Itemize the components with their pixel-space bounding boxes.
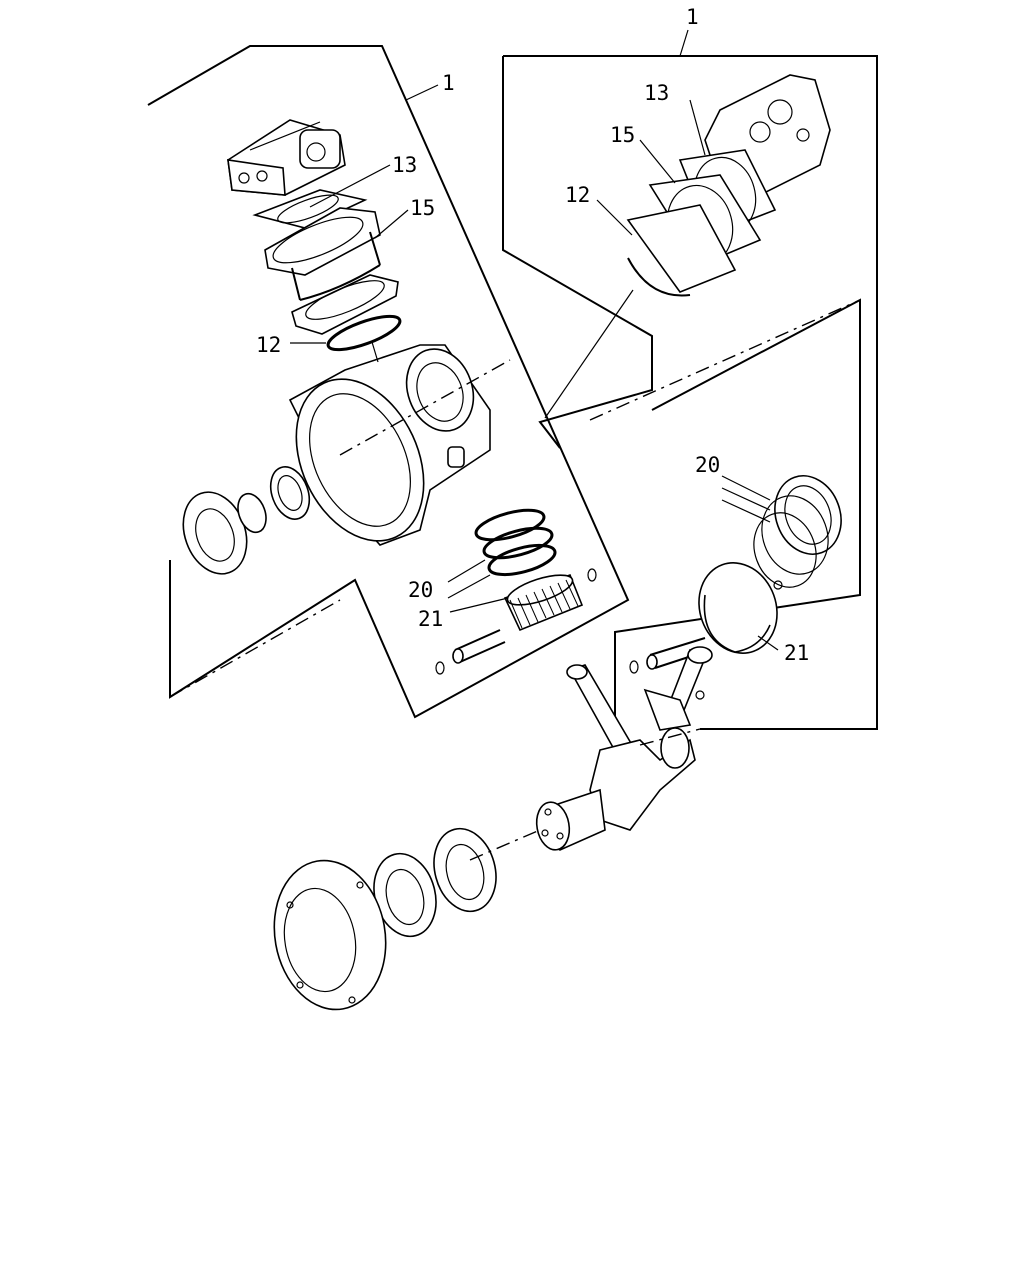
left-gasket [252, 189, 368, 229]
left-piston-rings [474, 508, 557, 577]
callout-left-piston: 21 [418, 607, 443, 631]
right-piston-rings [753, 475, 842, 590]
callout-right-rings: 20 [695, 453, 720, 477]
center-lines [169, 299, 861, 861]
callout-right-assembly: 1 [686, 5, 699, 29]
crankshaft [535, 664, 696, 852]
leader-lines [290, 29, 779, 651]
callout-labels: 1 1 13 15 12 20 21 13 15 12 20 21 [256, 5, 809, 665]
left-oring [326, 314, 402, 352]
callout-left-gasket: 13 [392, 153, 417, 177]
right-connecting-rod [643, 646, 713, 731]
callout-right-cylinder: 15 [610, 123, 635, 147]
callout-left-oring: 12 [256, 333, 281, 357]
left-bearing-set [182, 466, 311, 575]
left-cylinder [264, 207, 399, 335]
callout-left-rings: 20 [408, 578, 433, 602]
end-flange [273, 859, 387, 1011]
callout-right-piston: 21 [784, 641, 809, 665]
callout-left-assembly: 1 [442, 71, 455, 95]
right-piston [629, 562, 778, 674]
right-cylinder [626, 149, 777, 297]
left-piston [435, 568, 597, 675]
left-crankcase [288, 341, 491, 546]
callout-left-cylinder: 15 [410, 196, 435, 220]
right-assembly-outline [502, 55, 878, 730]
callout-right-gasket: 13 [644, 81, 669, 105]
main-bearing-set [373, 827, 497, 938]
left-assembly-outline [147, 45, 630, 719]
left-cylinder-head [227, 119, 346, 196]
callout-right-oring: 12 [565, 183, 590, 207]
